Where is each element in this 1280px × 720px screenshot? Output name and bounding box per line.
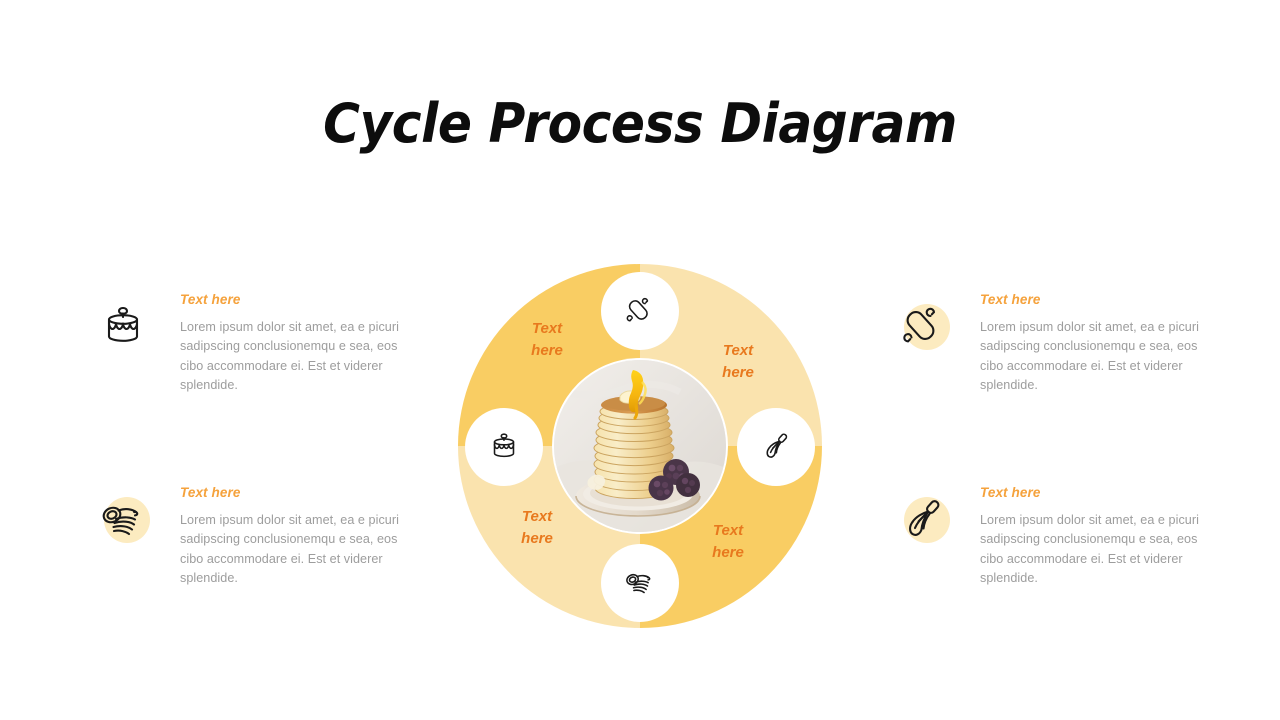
- cycle-label-line1: Text: [722, 342, 754, 359]
- cycle-label-line1: Text: [521, 508, 553, 525]
- cycle-node-west[interactable]: [465, 408, 543, 486]
- cycle-label-line1: Text: [531, 320, 563, 337]
- whisk-icon: [892, 489, 954, 551]
- whisk-icon: [766, 433, 788, 458]
- cycle-diagram: Text here Text here Text here Text here: [458, 264, 822, 628]
- layer-cake-icon: [92, 296, 154, 358]
- cycle-label-line1: Text: [712, 522, 744, 539]
- icon-disc: [904, 497, 950, 543]
- info-item-body: Text here Lorem ipsum dolor sit amet, ea…: [180, 485, 412, 588]
- cycle-label-bottom-left: Text here: [506, 506, 568, 550]
- rolling-pin-icon: [892, 296, 954, 358]
- cycle-node-east[interactable]: [737, 408, 815, 486]
- cycle-label-line2: here: [712, 544, 744, 561]
- cycle-node-north[interactable]: [601, 272, 679, 350]
- info-item-text: Lorem ipsum dolor sit amet, ea e picuri …: [180, 513, 399, 585]
- info-item-body: Text here Lorem ipsum dolor sit amet, ea…: [980, 485, 1212, 588]
- cycle-node-south[interactable]: [601, 544, 679, 622]
- cycle-label-line2: here: [531, 342, 563, 359]
- info-item-heading: Text here: [180, 485, 241, 500]
- info-item-heading: Text here: [180, 292, 241, 307]
- info-item-heading: Text here: [980, 292, 1041, 307]
- cycle-label-line2: here: [521, 530, 553, 547]
- cycle-label-top-right: Text here: [707, 340, 769, 384]
- cycle-label-bottom-right: Text here: [697, 520, 759, 564]
- info-item-top-left[interactable]: Text here Lorem ipsum dolor sit amet, ea…: [92, 292, 422, 395]
- info-item-top-right[interactable]: Text here Lorem ipsum dolor sit amet, ea…: [892, 292, 1222, 395]
- layer-cake-icon: [493, 433, 515, 458]
- cycle-label-line2: here: [722, 364, 754, 381]
- info-item-bottom-left[interactable]: Text here Lorem ipsum dolor sit amet, ea…: [92, 485, 422, 588]
- info-item-bottom-right[interactable]: Text here Lorem ipsum dolor sit amet, ea…: [892, 485, 1222, 588]
- info-item-text: Lorem ipsum dolor sit amet, ea e picuri …: [980, 320, 1199, 392]
- rolling-pin-icon: [626, 297, 649, 322]
- cycle-label-top-left: Text here: [516, 318, 578, 362]
- info-item-text: Lorem ipsum dolor sit amet, ea e picuri …: [180, 320, 399, 392]
- info-item-heading: Text here: [980, 485, 1041, 500]
- info-item-body: Text here Lorem ipsum dolor sit amet, ea…: [980, 292, 1212, 395]
- info-item-body: Text here Lorem ipsum dolor sit amet, ea…: [180, 292, 412, 395]
- page-title: Cycle Process Diagram: [323, 92, 957, 155]
- measuring-spoons-icon: [92, 489, 154, 551]
- measuring-spoons-icon: [626, 573, 651, 594]
- pancake-stack-photo: [554, 360, 726, 532]
- info-item-text: Lorem ipsum dolor sit amet, ea e picuri …: [980, 513, 1199, 585]
- icon-disc: [104, 497, 150, 543]
